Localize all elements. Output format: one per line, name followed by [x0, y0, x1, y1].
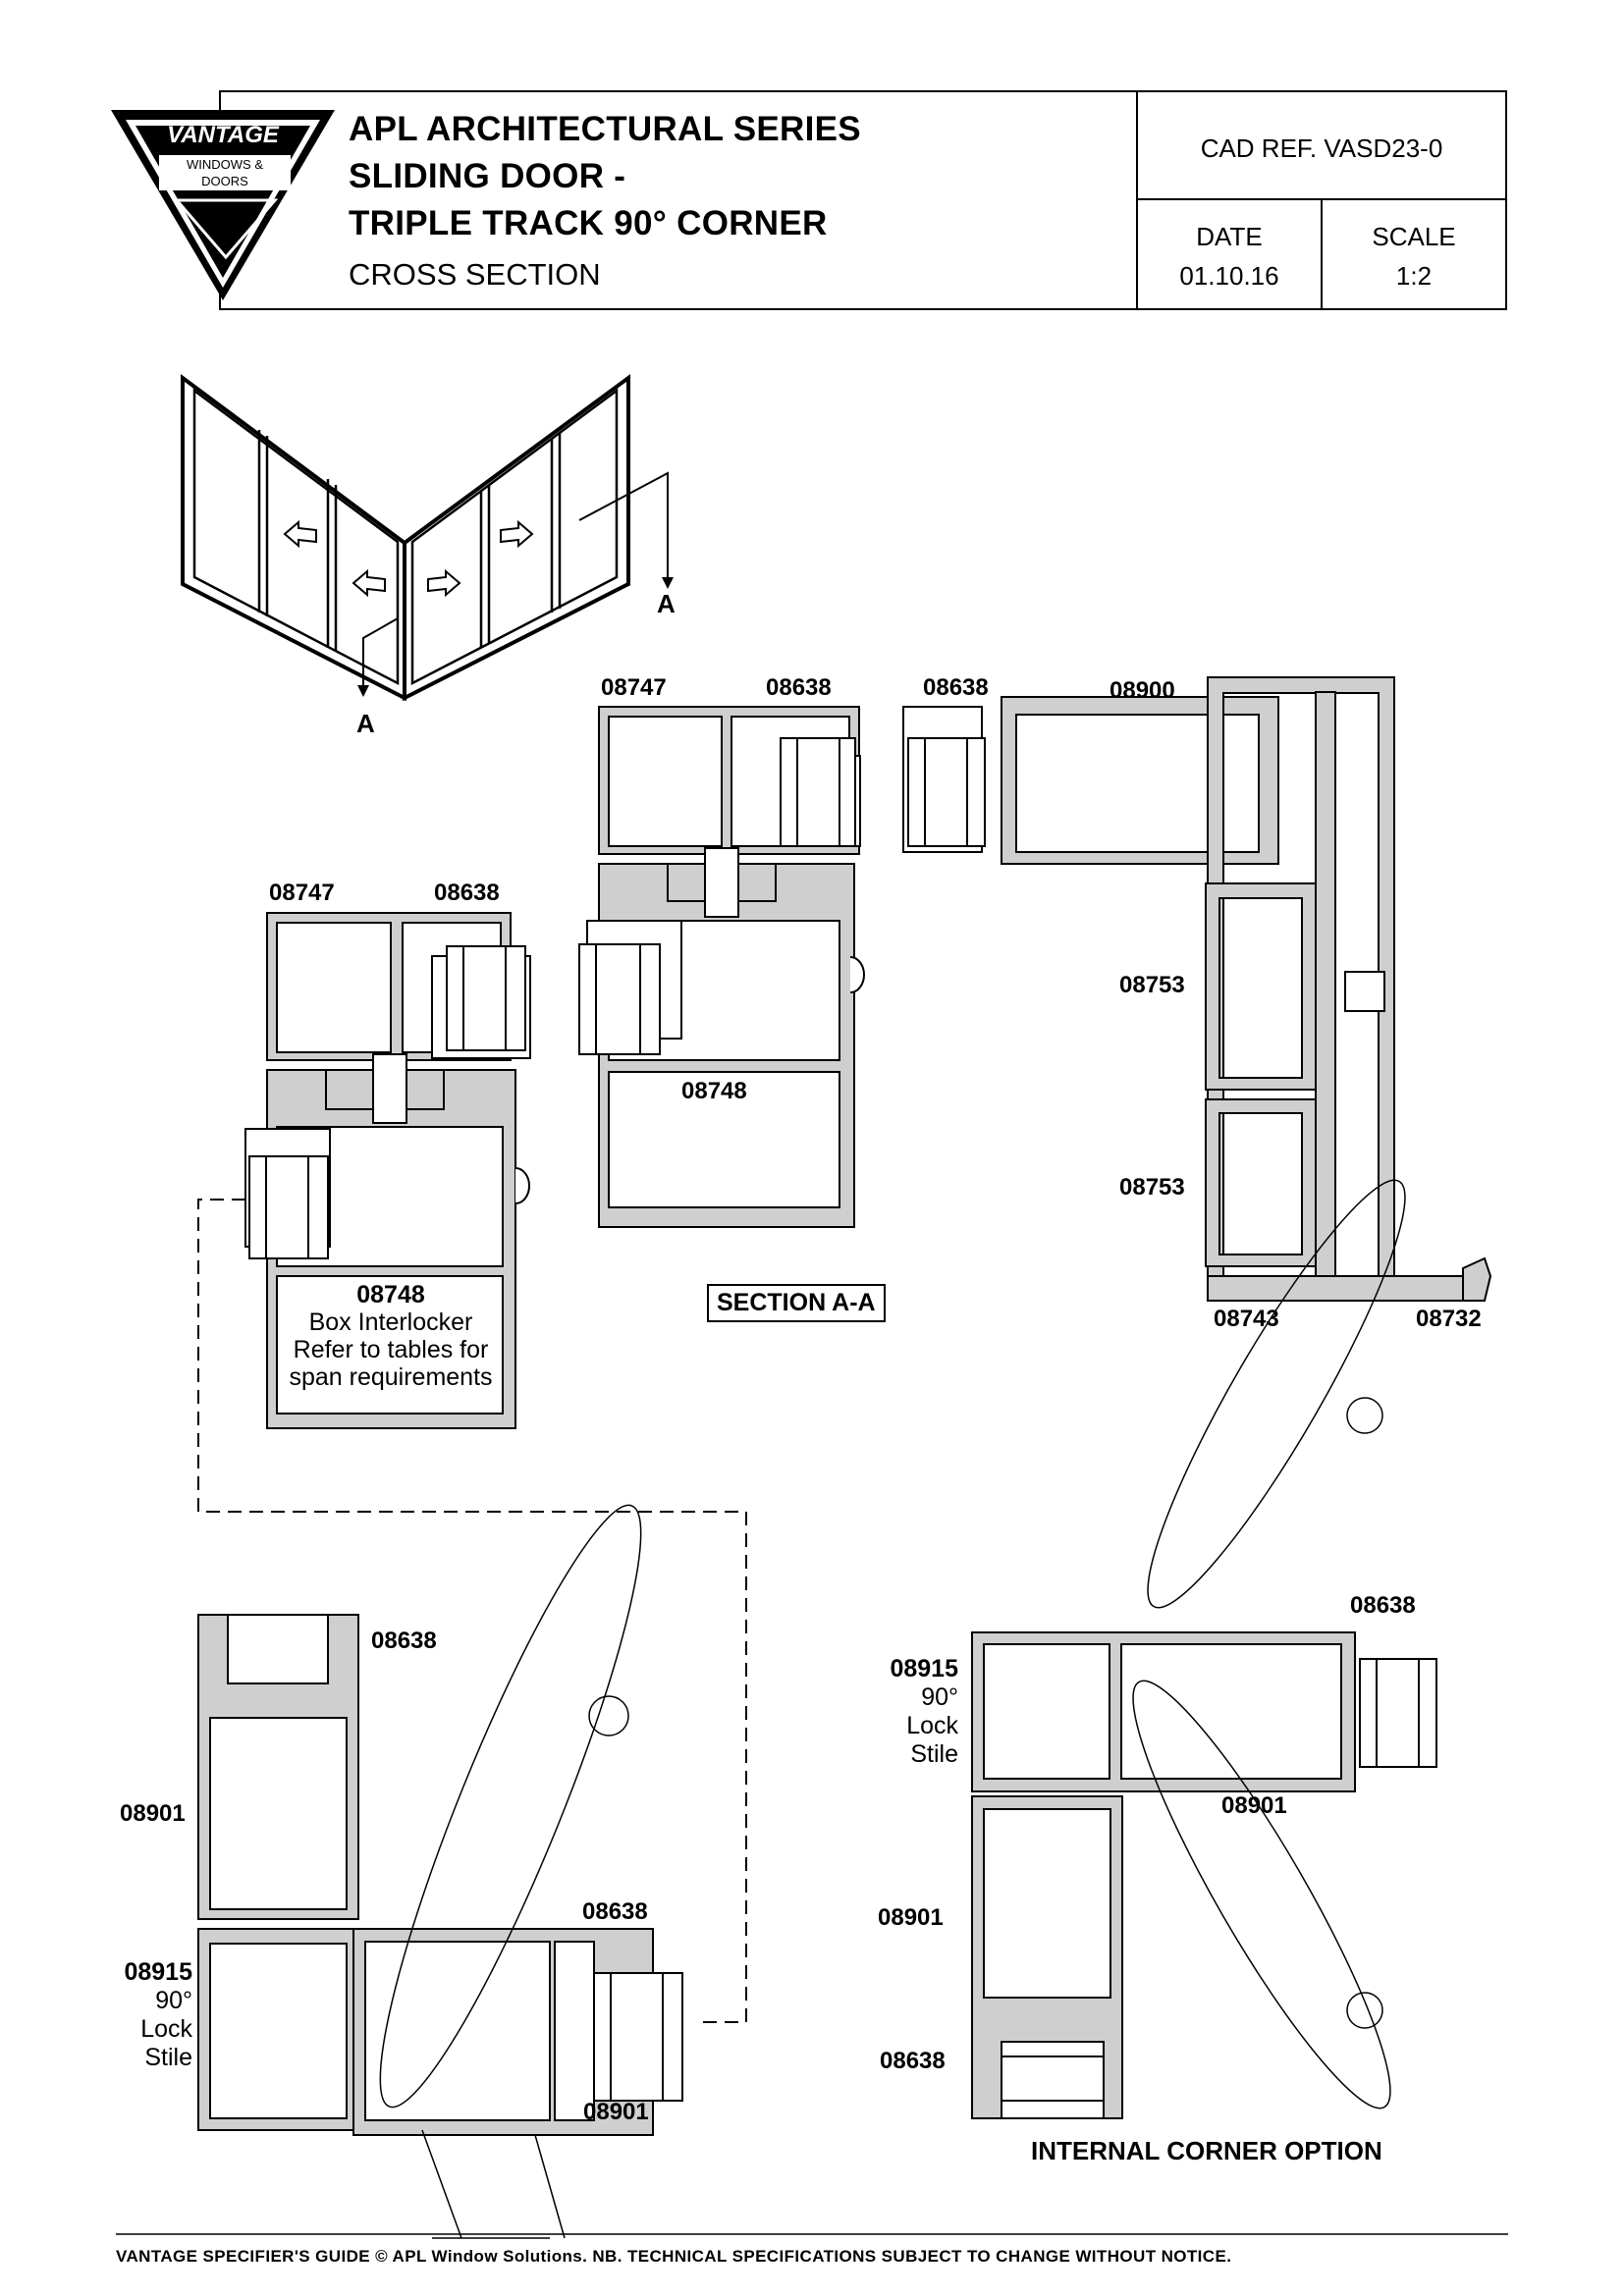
- right-label-08901-a: 08901: [1221, 1792, 1287, 1819]
- left-lock-stile-label: 08915 90° Lock Stile: [98, 1958, 192, 2072]
- section-arrows: [357, 577, 674, 697]
- label-08747-mid: 08747: [269, 880, 335, 906]
- right-lock-3: Stile: [910, 1740, 958, 1768]
- left-corner-detail: [197, 1614, 683, 2136]
- date-label: DATE: [1196, 222, 1263, 251]
- right-swing-arc: [1132, 1179, 1406, 2109]
- box-note-3: span requirements: [289, 1363, 493, 1391]
- label-08753-b: 08753: [1119, 1174, 1185, 1201]
- right-label-08901-b: 08901: [878, 1904, 944, 1931]
- footer-text: VANTAGE SPECIFIER'S GUIDE © APL Window S…: [116, 2247, 1232, 2266]
- left-lock-1: 90°: [155, 1987, 192, 2014]
- right-label-08638-top: 08638: [1350, 1592, 1416, 1619]
- right-lock-stile-label: 08915 90° Lock Stile: [864, 1655, 958, 1769]
- left-label-08638-top: 08638: [371, 1628, 437, 1654]
- cad-ref-label: CAD REF.: [1200, 133, 1318, 163]
- cad-ref: CAD REF. VASD23-0: [1137, 133, 1506, 164]
- logo-brand: VANTAGE: [167, 122, 279, 148]
- logo-line2: DOORS: [201, 174, 248, 188]
- logo-line1: WINDOWS &: [187, 157, 263, 172]
- label-08638-mid: 08638: [434, 880, 500, 906]
- left-label-08638-mid: 08638: [582, 1898, 648, 1925]
- scale-label: SCALE: [1372, 222, 1456, 251]
- left-swing-arc: [379, 1504, 642, 2239]
- label-08753-a: 08753: [1119, 972, 1185, 998]
- left-lock-3: Stile: [144, 2044, 192, 2071]
- right-corner-detail: [971, 1631, 1437, 2119]
- right-lock-1: 90°: [921, 1683, 958, 1711]
- label-08748-mid: 08748: [681, 1078, 747, 1104]
- title-line-2: SLIDING DOOR -: [349, 157, 626, 195]
- label-08732: 08732: [1416, 1306, 1482, 1332]
- box-code: 08748: [356, 1281, 425, 1308]
- label-08638-top-a: 08638: [766, 674, 832, 701]
- title-line-3: TRIPLE TRACK 90° CORNER: [349, 204, 828, 242]
- right-label-08638-bottom: 08638: [880, 2048, 946, 2074]
- left-lock-code: 08915: [124, 1958, 192, 1986]
- title-subtitle: CROSS SECTION: [349, 257, 601, 292]
- left-label-08901-bottom: 08901: [583, 2099, 649, 2125]
- label-08900: 08900: [1110, 677, 1175, 704]
- section-mark-left: A: [356, 709, 375, 738]
- box-interlocker-note: 08748 Box Interlocker Refer to tables fo…: [267, 1281, 514, 1391]
- title-line-1: APL ARCHITECTURAL SERIES: [349, 110, 861, 148]
- dashed-leader: [197, 1199, 747, 2023]
- section-a-a-glazing: [248, 737, 986, 1259]
- right-lock-code: 08915: [890, 1655, 958, 1682]
- vantage-logo: [111, 110, 335, 300]
- left-label-08901: 08901: [120, 1800, 186, 1827]
- internal-corner-caption: INTERNAL CORNER OPTION: [1031, 2136, 1382, 2165]
- box-note-1: Box Interlocker: [308, 1308, 473, 1336]
- scale-value: 1:2: [1395, 261, 1433, 291]
- section-a-a-caption: SECTION A-A: [707, 1284, 886, 1322]
- date-value: 01.10.16: [1179, 261, 1279, 291]
- label-08747-top: 08747: [601, 674, 667, 701]
- cad-ref-value: VASD23-0: [1324, 133, 1443, 163]
- right-lock-2: Lock: [906, 1712, 958, 1739]
- section-mark-right: A: [657, 589, 676, 618]
- label-08638-top-b: 08638: [923, 674, 989, 701]
- label-08743: 08743: [1214, 1306, 1279, 1332]
- box-note-2: Refer to tables for: [293, 1336, 489, 1363]
- left-lock-2: Lock: [140, 2015, 192, 2043]
- corner-door-sketch: [181, 374, 669, 702]
